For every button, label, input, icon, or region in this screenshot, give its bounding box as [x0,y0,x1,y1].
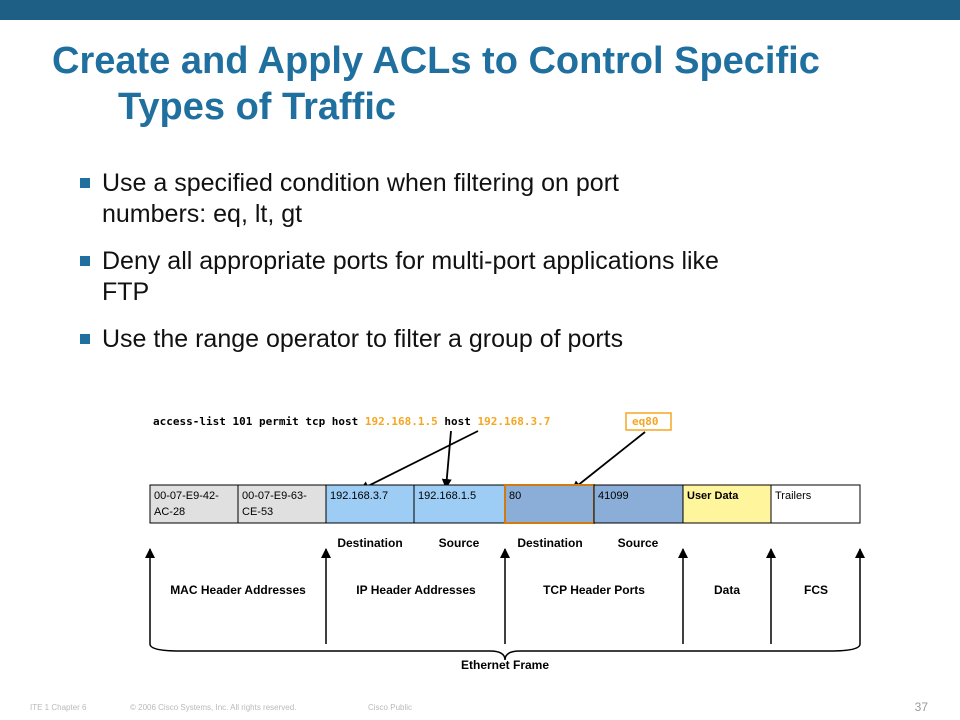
cell-text: 00-07-E9-63- [242,490,307,502]
footer-classification: Cisco Public [368,703,413,712]
frame-cell-labels: 00-07-E9-42- AC-28 00-07-E9-63- CE-53 19… [154,490,812,518]
bullet-square-icon [80,178,90,188]
acl-port-box [625,412,672,431]
frame-cell-source-ip [413,484,506,524]
section-labels: MAC Header Addresses IP Header Addresses… [170,583,828,597]
cell-text: 192.168.3.7 [330,490,388,502]
cell-text: 80 [509,490,521,502]
bullet-item: Use a specified condition when filtering… [80,168,920,230]
bullet-square-icon [80,256,90,266]
section-ip-header: IP Header Addresses [356,583,476,597]
acl-host-keyword: host [438,415,478,428]
bullet-text-line: Use the range operator to filter a group… [102,325,624,353]
arrow-to-dest-port [571,431,646,491]
cell-text: CE-53 [242,506,273,518]
cell-text: 41099 [598,490,629,502]
frame-cell-trailers [770,484,861,524]
frame-cell-dest-port [504,484,595,524]
cell-text: User Data [687,490,739,502]
arrow-to-dest-ip [359,430,479,491]
section-mac-header: MAC Header Addresses [170,583,306,597]
acl-destination-ip: 192.168.3.7 [478,415,551,428]
title-line-1: Create and Apply ACLs to Control Specifi… [52,40,820,82]
title-line-2: Types of Traffic [118,86,397,128]
footer-copyright: © 2006 Cisco Systems, Inc. All rights re… [130,703,297,712]
frame-cells [149,484,861,524]
acl-source-ip: 192.168.1.5 [365,415,438,428]
acl-command: access-list 101 permit tcp host 192.168.… [153,415,550,428]
top-banner [0,0,960,20]
page-number: 37 [914,700,928,714]
bullet-list: Use a specified condition when filtering… [80,168,920,371]
bullet-item: Use the range operator to filter a group… [80,324,920,355]
frame-cell-source-port [593,484,684,524]
bullet-square-icon [80,334,90,344]
bullet-text-line: Use a specified condition when filtering… [102,169,619,197]
acl-prefix: access-list 101 permit tcp host [153,415,365,428]
bullet-text-line: numbers: eq, lt, gt [102,200,303,228]
arrow-to-source-ip [441,430,452,489]
frame-cell-source-mac [237,484,327,524]
sublabel-ip-destination: Destination [337,536,402,550]
slide-title: Create and Apply ACLs to Control Specifi… [52,38,942,130]
cell-text: AC-28 [154,506,185,518]
ethernet-frame-label: Ethernet Frame [461,658,549,672]
sublabel-ip-source: Source [439,536,480,550]
cell-text: 00-07-E9-42- [154,490,219,502]
sublabel-port-source: Source [618,536,659,550]
section-dividers [145,548,865,644]
ethernet-frame-brace [149,643,861,661]
cell-text: 192.168.1.5 [418,490,476,502]
bullet-text-line: FTP [102,278,150,306]
acl-port-operator: eq80 [632,415,659,428]
bullet-text-line: Deny all appropriate ports for multi-por… [102,247,719,275]
field-sublabels: Destination Source Destination Source [337,536,658,550]
sublabel-port-destination: Destination [517,536,582,550]
footer-chapter: ITE 1 Chapter 6 [30,703,87,712]
cell-text: Trailers [775,490,812,502]
frame-cell-user-data [682,484,772,524]
ethernet-frame-diagram: access-list 101 permit tcp host 192.168.… [145,412,865,672]
section-fcs: FCS [804,583,828,597]
section-data: Data [714,583,740,597]
bullet-item: Deny all appropriate ports for multi-por… [80,246,920,308]
section-tcp-header: TCP Header Ports [543,583,645,597]
frame-cell-dest-mac [149,484,239,524]
